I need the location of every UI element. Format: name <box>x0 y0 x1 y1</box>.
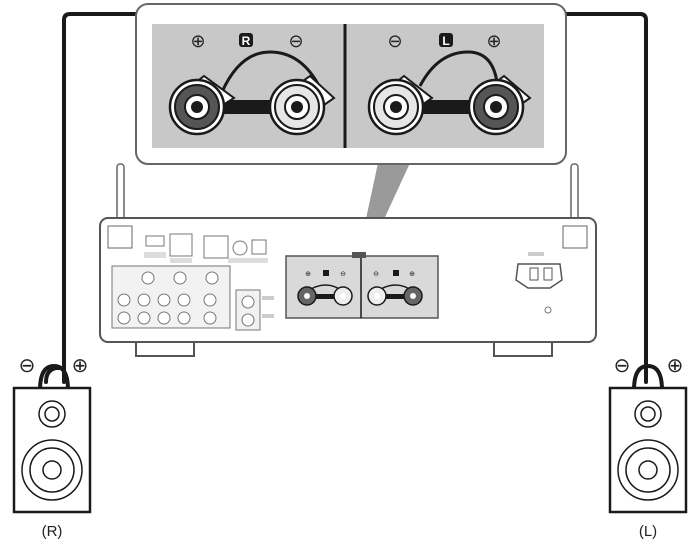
network-label-plate <box>170 258 192 263</box>
callout-left-channel: ⊖ L ⊕ <box>387 31 501 51</box>
usb-port-icon <box>145 235 165 247</box>
antenna-right-base <box>562 225 588 249</box>
ac-inlet-icon <box>515 252 563 314</box>
speaker-right-tweeter-icon <box>38 400 66 428</box>
coaxial-port-icon <box>232 240 248 256</box>
callout-left-wire-loop <box>418 50 500 93</box>
callout-right-letter: R <box>242 34 251 48</box>
speaker-terminal-block: ⊕ ⊖ ⊖ ⊕ <box>285 252 439 319</box>
digital-label-plate <box>228 258 268 263</box>
callout-right-channel: ⊕ R ⊖ <box>190 31 303 51</box>
speaker-left-plus-symbol: ⊕ <box>667 355 684 377</box>
speaker-left-minus-symbol: ⊖ <box>614 355 631 377</box>
terminal-r-minus-icon <box>268 74 336 136</box>
svg-text:⊖: ⊖ <box>373 271 379 278</box>
upper-port-row <box>144 233 268 263</box>
speaker-left-label: (L) <box>639 523 657 540</box>
receiver-rear-panel: ⊕ ⊖ ⊖ ⊕ <box>99 163 597 357</box>
speaker-right-label: (R) <box>42 523 63 540</box>
speaker-right-woofer-icon <box>21 439 83 501</box>
speaker-right-plus-symbol: ⊕ <box>72 355 89 377</box>
callout-right-minus-symbol: ⊖ <box>288 31 303 51</box>
callout-left-plus-symbol: ⊕ <box>486 31 501 51</box>
usb-label-plate <box>144 252 166 258</box>
speaker-right-cable-loop <box>38 363 70 391</box>
foot-left <box>135 341 195 357</box>
terminal-l-plus-icon <box>467 74 532 136</box>
callout-left-letter: L <box>442 34 449 48</box>
antenna-left-base <box>107 225 133 249</box>
callout-left-minus-symbol: ⊖ <box>387 31 402 51</box>
svg-text:⊕: ⊕ <box>305 271 311 278</box>
cable-right-minus <box>44 366 62 384</box>
speaker-right: ⊖ ⊕ (R) <box>12 355 92 540</box>
optical-port-icon <box>251 239 267 255</box>
callout-left-letter-box <box>439 33 453 47</box>
terminal-l-minus-icon <box>367 74 434 136</box>
callout-right-letter-box <box>239 33 253 47</box>
terminal-callout: ⊕ R ⊖ ⊖ L ⊕ <box>135 3 567 256</box>
hdmi-port-icon <box>203 235 229 259</box>
svg-text:⊖: ⊖ <box>340 271 346 278</box>
svg-text:⊕: ⊕ <box>409 271 415 278</box>
callout-right-wire-loop <box>220 50 320 93</box>
speaker-left-woofer-icon <box>617 439 679 501</box>
ethernet-port-icon <box>169 233 193 257</box>
foot-right <box>493 341 553 357</box>
speaker-right-minus-symbol: ⊖ <box>19 355 36 377</box>
speaker-left-tweeter-icon <box>634 400 662 428</box>
terminal-r-plus-icon <box>168 74 236 136</box>
callout-right-plus-symbol: ⊕ <box>190 31 205 51</box>
speaker-left: ⊖ ⊕ (L) <box>608 355 688 540</box>
analog-input-block <box>111 265 274 331</box>
speaker-left-cable-loop <box>632 363 664 391</box>
